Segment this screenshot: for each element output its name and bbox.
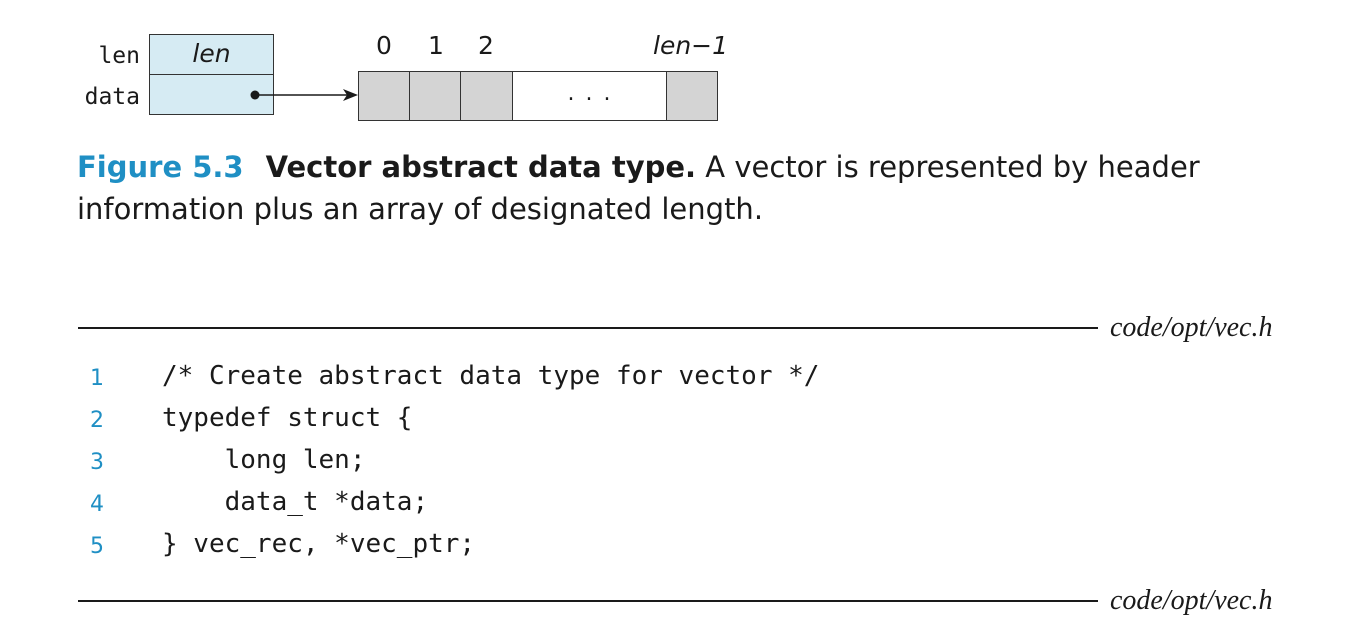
line-number: 2 — [90, 408, 104, 433]
code-line: typedef struct { — [162, 403, 413, 433]
array-cell-2 — [460, 71, 514, 121]
code-line: /* Create abstract data type for vector … — [162, 361, 820, 391]
header-box-len: len — [149, 34, 274, 75]
code-top-rule — [78, 327, 1098, 329]
array-cell-ellipsis: . . . — [512, 71, 668, 121]
line-number: 1 — [90, 366, 104, 391]
pointer-arrow — [250, 89, 358, 101]
line-number: 4 — [90, 492, 104, 517]
code-bottom-rule — [78, 600, 1098, 602]
ellipsis-text: . . . — [567, 81, 613, 106]
figure-caption: Figure 5.3 Vector abstract data type. A v… — [77, 146, 1317, 230]
index-2: 2 — [478, 31, 494, 60]
line-number: 5 — [90, 534, 104, 559]
array-cell-last — [666, 71, 718, 121]
header-value-len: len — [192, 39, 231, 68]
arrowhead — [343, 89, 358, 101]
array-cell-0 — [358, 71, 411, 121]
file-label-bottom: code/opt/vec.h — [1110, 585, 1273, 616]
code-line: long len; — [162, 445, 366, 475]
caption-text: A vector is represented by header inform… — [77, 150, 1200, 226]
field-label-data: data — [84, 84, 140, 110]
index-0: 0 — [376, 31, 392, 60]
index-1: 1 — [428, 31, 444, 60]
field-label-len: len — [98, 43, 140, 69]
code-line: } vec_rec, *vec_ptr; — [162, 529, 476, 559]
code-line: data_t *data; — [162, 487, 429, 517]
figure-number: Figure 5.3 — [77, 150, 244, 184]
index-last: len−1 — [653, 31, 729, 60]
line-number: 3 — [90, 450, 104, 475]
array-cell-1 — [409, 71, 462, 121]
file-label-top: code/opt/vec.h — [1110, 312, 1273, 343]
figure-title: Vector abstract data type. — [265, 150, 697, 184]
